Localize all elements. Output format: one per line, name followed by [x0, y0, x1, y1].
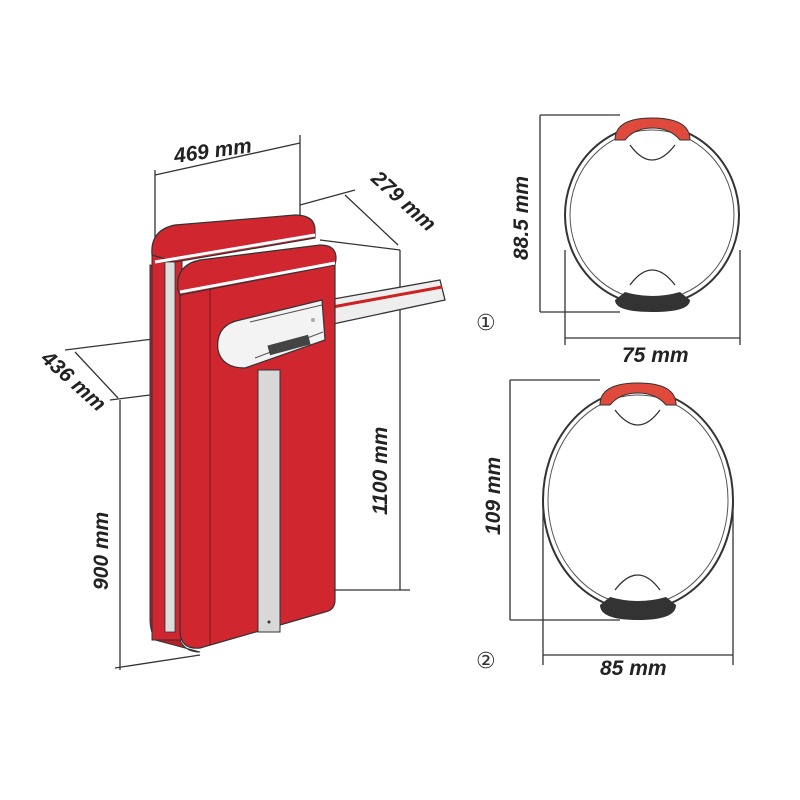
- profile-2-width: 85 mm: [600, 657, 667, 680]
- profile-1-number: ①: [476, 311, 496, 336]
- profile-1: 88.5 mm 75 mm ①: [476, 114, 741, 367]
- width-label: 469 mm: [172, 134, 254, 168]
- body-height-label: 900 mm: [90, 512, 113, 590]
- motor-head: [217, 299, 326, 369]
- profile-1-height: 88.5 mm: [510, 176, 533, 260]
- barrier-cabinet: [149, 214, 337, 653]
- logo: [267, 334, 311, 356]
- base-depth-label: 436 mm: [36, 346, 110, 416]
- profile-2-number: ②: [476, 649, 496, 674]
- profile-2: 109 mm 85 mm ②: [476, 379, 734, 680]
- profile-2-height: 109 mm: [482, 457, 505, 535]
- profile-1-width: 75 mm: [622, 344, 689, 367]
- total-height-label: 1100 mm: [369, 427, 392, 515]
